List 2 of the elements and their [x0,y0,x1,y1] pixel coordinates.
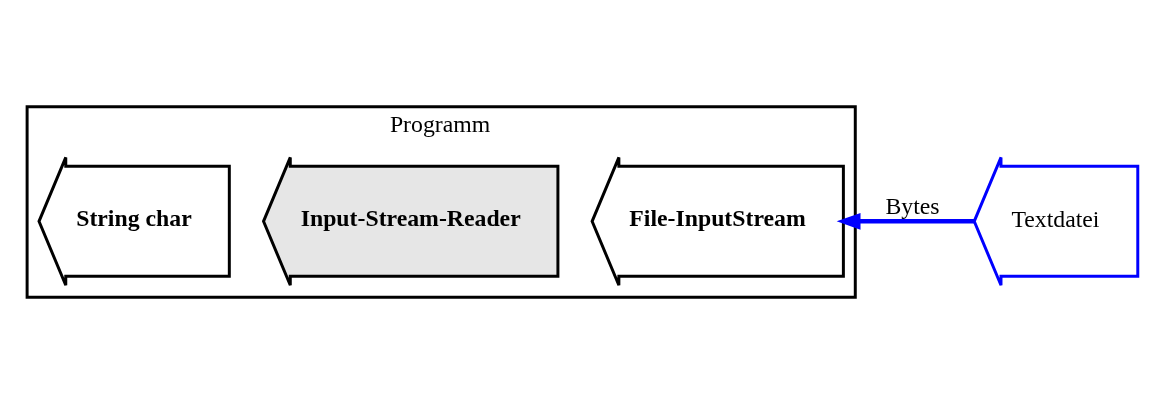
arrow [836,212,975,230]
edge-label: Bytes [885,192,940,219]
